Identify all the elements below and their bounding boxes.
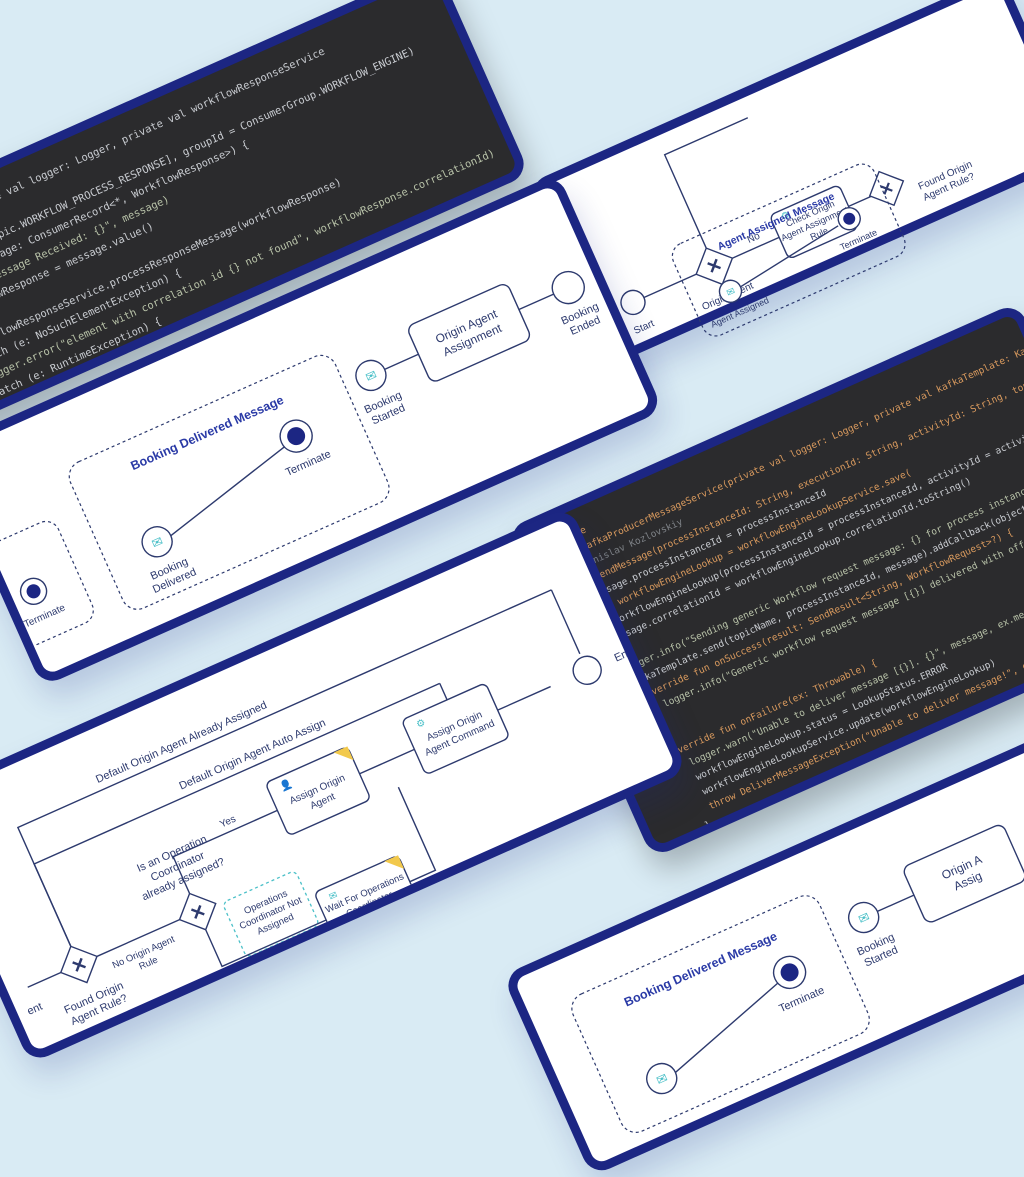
yes-label: Yes: [218, 814, 237, 831]
message-start-label: Agent Assigned: [709, 295, 770, 330]
no-label: No: [746, 230, 763, 245]
diagram-panel-booking-bottom: Booking Delivered Message ✉ Terminate ✉ …: [502, 723, 1024, 1177]
end-event[interactable]: [569, 652, 606, 689]
flow-label-already-assigned: Default Origin Agent Already Assigned: [94, 699, 269, 786]
gateway-exclusive[interactable]: ✕: [688, 240, 740, 292]
terminate-label: Terminate: [838, 227, 878, 252]
user-icon: 👤: [278, 777, 295, 794]
envelope-icon: ✉: [149, 533, 165, 551]
warning-marker: [333, 746, 354, 761]
start-event[interactable]: [617, 287, 649, 319]
booking-subprocess-frame: [571, 895, 870, 1133]
envelope-icon: ✉: [725, 286, 737, 299]
diagram-panel-agent-assigned: Agent Assigned Message ✉ Agent Assigned …: [553, 106, 1008, 404]
envelope-icon: ✉: [363, 367, 379, 385]
partial-terminate-label: Terminate: [22, 602, 67, 630]
origin-agent-assignment-task[interactable]: [902, 823, 1024, 924]
envelope-icon: ✉: [327, 890, 339, 903]
svg-text:✕: ✕: [68, 953, 90, 977]
booking-subprocess-frame: [68, 354, 390, 610]
gateway-operation-coordinator[interactable]: ✕: [171, 885, 223, 937]
diagram-panel-origin-agent-flow: ent ✕ Found Origin Agent Rule? Default O…: [0, 506, 688, 1064]
svg-text:✕: ✕: [878, 179, 897, 200]
gateway-found-origin-rule[interactable]: ✕: [53, 938, 105, 990]
svg-text:✕: ✕: [187, 900, 209, 924]
origin-agent-assignment-task[interactable]: [406, 282, 532, 383]
partial-label: ent: [25, 1001, 44, 1018]
assign-origin-agent-task[interactable]: [265, 746, 371, 836]
agent-check-diagram: Start ✕ Origin Agent Already Assigned? N…: [617, 117, 977, 337]
envelope-icon: ✉: [856, 909, 872, 927]
booking-terminate-label: Terminate: [777, 984, 826, 1015]
diagram-panel-agent-check: Start ✕ Origin Agent Already Assigned? N…: [526, 0, 1024, 368]
diagram-panel-booking: Terminate Booking Delivered Message ✉ Bo…: [0, 172, 664, 688]
subprocess-frame: [671, 163, 906, 337]
gear-icon: ⚙: [415, 717, 428, 731]
booking-subprocess-title: Booking Delivered Message: [622, 929, 779, 1009]
booking-ended-event[interactable]: [547, 266, 589, 308]
booking-bottom-diagram: Booking Delivered Message ✉ Terminate ✉ …: [571, 823, 1024, 1133]
booking-diagram: Terminate Booking Delivered Message ✉ Bo…: [0, 266, 602, 659]
booking-terminate-label: Terminate: [284, 448, 333, 479]
agent-assigned-subprocess: Agent Assigned Message ✉ Agent Assigned …: [671, 163, 906, 337]
svg-text:✕: ✕: [703, 254, 725, 278]
origin-agent-flow-diagram: ent ✕ Found Origin Agent Rule? Default O…: [16, 589, 636, 1028]
ops-coordinator-annotation: [223, 871, 319, 957]
warning-marker: [384, 855, 405, 869]
end-label: End: [613, 646, 636, 665]
gear-icon: ⚙: [779, 210, 792, 224]
